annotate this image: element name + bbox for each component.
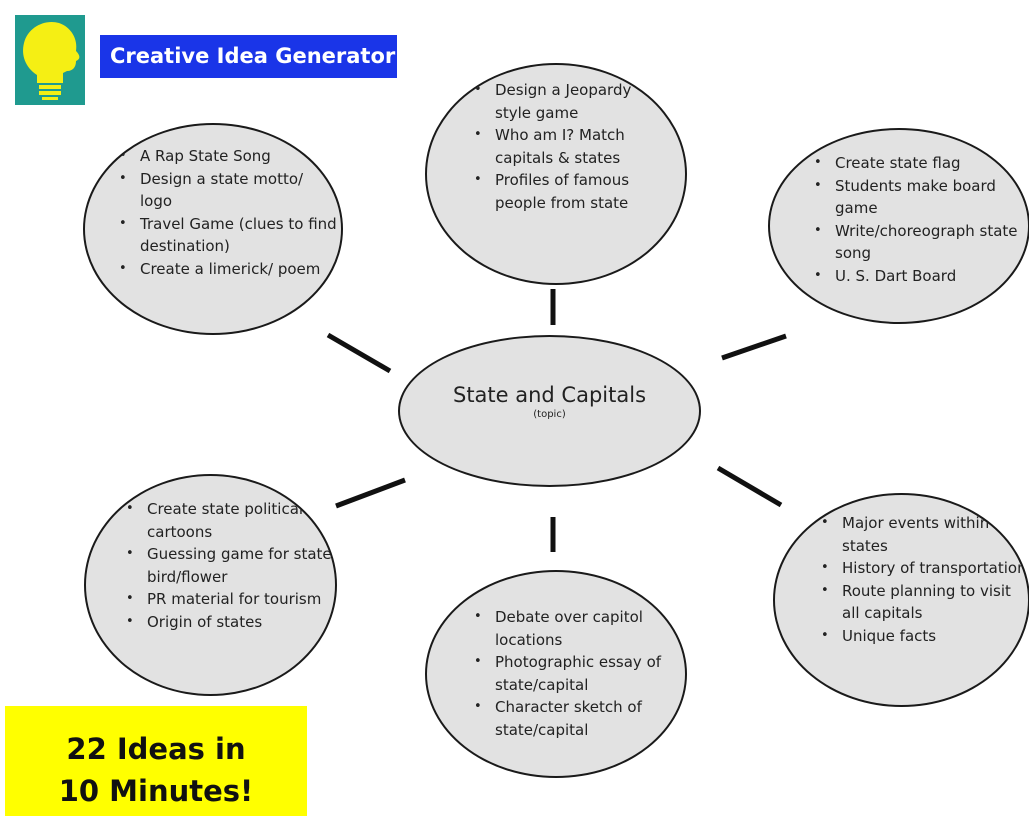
ideas-banner: 22 Ideas in 10 Minutes!: [5, 706, 307, 816]
idea-item: U. S. Dart Board: [810, 265, 1025, 288]
idea-item: Who am I? Match capitals & states: [470, 124, 665, 169]
idea-item: Route planning to visit all capitals: [817, 580, 1027, 625]
idea-item: A Rap State Song: [115, 145, 337, 168]
idea-bubble-bottom-center: Debate over capitol locations Photograph…: [425, 570, 687, 778]
banner-line-1: 22 Ideas in: [66, 732, 246, 766]
connector-top-right: [721, 333, 787, 361]
idea-bubble-top-right: Create state flag Students make board ga…: [768, 128, 1029, 324]
lightbulb-head-icon: [23, 21, 80, 100]
idea-item: Create state flag: [810, 152, 1025, 175]
idea-item: Design a state motto/ logo: [115, 168, 337, 213]
connector-bottom-right: [716, 465, 783, 508]
idea-item: Unique facts: [817, 625, 1027, 648]
topic-bubble: State and Capitals (topic): [398, 335, 701, 487]
idea-item: Students make board game: [810, 175, 1025, 220]
topic-label: State and Capitals: [452, 383, 647, 407]
idea-item: Create a limerick/ poem: [115, 258, 337, 281]
idea-bubble-top-left: A Rap State Song Design a state motto/ l…: [83, 123, 343, 335]
idea-bubble-bottom-right: Major events within states History of tr…: [773, 493, 1029, 707]
idea-item: Write/choreograph state song: [810, 220, 1025, 265]
idea-bubble-top-center: Design a Jeopardy style game Who am I? M…: [425, 63, 687, 285]
lightbulb-logo: [15, 15, 85, 105]
idea-item: Debate over capitol locations: [470, 606, 680, 651]
idea-item: History of transportation: [817, 557, 1027, 580]
connector-bottom-left: [335, 477, 406, 509]
idea-item: Design a Jeopardy style game: [470, 79, 665, 124]
banner-line-2: 10 Minutes!: [58, 774, 254, 808]
idea-item: Profiles of famous people from state: [470, 169, 665, 214]
idea-item: Create state political cartoons: [122, 498, 332, 543]
idea-item: Guessing game for state bird/flower: [122, 543, 332, 588]
connector-top-left: [326, 332, 392, 374]
idea-item: Travel Game (clues to find destination): [115, 213, 337, 258]
idea-item: Origin of states: [122, 611, 332, 634]
idea-item: Character sketch of state/capital: [470, 696, 680, 741]
idea-item: Photographic essay of state/capital: [470, 651, 680, 696]
topic-sublabel: (topic): [533, 409, 566, 420]
idea-bubble-bottom-left: Create state political cartoons Guessing…: [84, 474, 337, 696]
idea-item: PR material for tourism: [122, 588, 332, 611]
idea-item: Major events within states: [817, 512, 1027, 557]
page-title: Creative Idea Generator: [100, 35, 397, 78]
